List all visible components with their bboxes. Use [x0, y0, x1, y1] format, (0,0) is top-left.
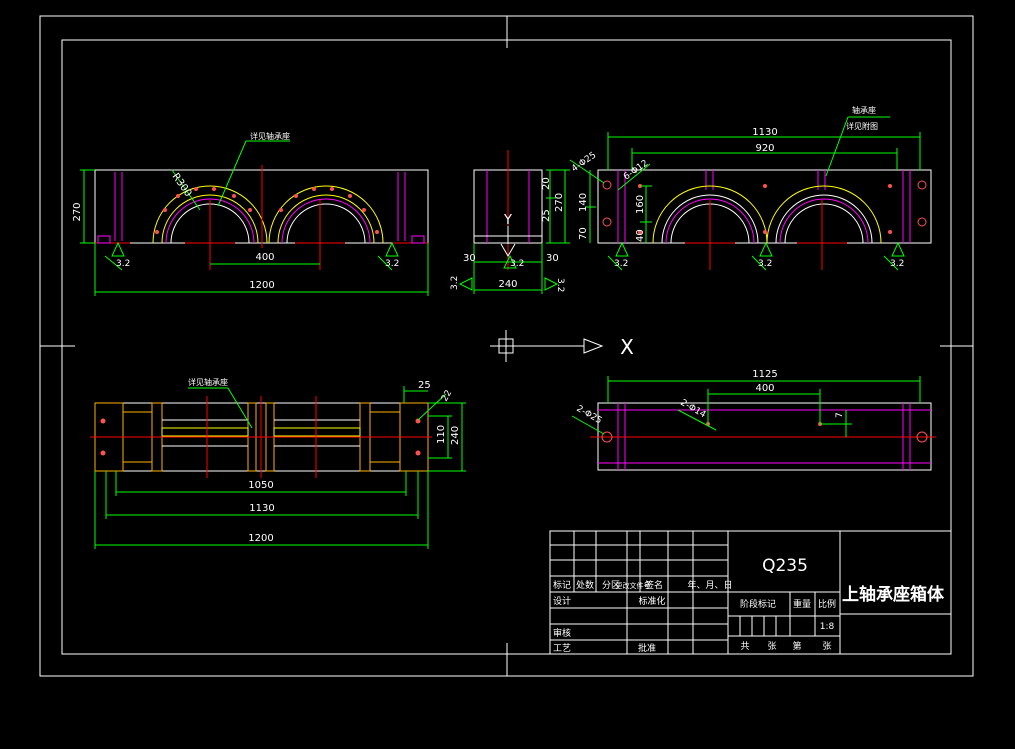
end-dim-240: 240 — [498, 279, 517, 290]
plan-height-240: 240 — [450, 426, 461, 445]
side-roughness-3: 3.2 — [890, 259, 904, 269]
side-top-length-dim: 1130 — [752, 127, 777, 138]
end-dim-right-30: 30 — [546, 253, 559, 264]
tb-design: 设计 — [553, 595, 571, 607]
tb-label-zone: 分区 — [602, 580, 620, 591]
drawing-frames — [39, 15, 974, 677]
front-detail-note: 详见轴承座 — [250, 131, 290, 141]
tb-sheet-no: 第 — [792, 640, 801, 652]
side-vert-dim-160: 160 — [635, 195, 646, 214]
side-view: 1130 920 4-Φ25 6-Φ12 140 160 70 40 轴承座 详… — [569, 105, 932, 271]
tb-sheet-unit-2: 张 — [822, 641, 831, 652]
plan-dim-1130: 1130 — [249, 503, 274, 514]
front-length-dim: 1200 — [249, 280, 274, 291]
end-view: Y 30 240 30 20 25 270 3.2 3.2 3.2 — [450, 150, 570, 294]
plan-slope-dim: 22 — [440, 389, 454, 404]
br-offset-dim: 400 — [755, 383, 774, 394]
tb-label-count: 处数 — [576, 579, 594, 591]
end-dim-270: 270 — [554, 193, 565, 212]
tb-label-change-doc: 更改文件号 — [616, 581, 651, 590]
br-length-dim: 1125 — [752, 369, 777, 380]
end-dim-20: 20 — [541, 177, 552, 190]
tb-sheet-unit-1: 张 — [767, 641, 776, 652]
end-dim-left-30: 30 — [463, 253, 476, 264]
front-roughness-2: 3.2 — [385, 259, 399, 269]
side-vert-dim-70: 70 — [578, 227, 589, 240]
side-hole-a-note: 4-Φ25 — [570, 150, 598, 174]
material-label: Q235 — [762, 556, 808, 576]
end-roughness-mid: 3.2 — [510, 259, 524, 269]
tb-label-date: 年、月、日 — [687, 579, 732, 591]
tb-stage-mark: 阶段标记 — [740, 598, 776, 610]
front-height-dim: 270 — [72, 202, 83, 221]
br-hole-b-note: 2-Φ14 — [679, 398, 708, 421]
side-vert-dim-40: 40 — [635, 229, 646, 242]
tb-approve: 批准 — [638, 642, 656, 654]
end-dim-25: 25 — [541, 209, 552, 222]
side-roughness-1: 3.2 — [614, 259, 628, 269]
side-detail-note-2: 详见附图 — [846, 121, 878, 131]
plan-dim-1200: 1200 — [248, 533, 273, 544]
tb-scale-value: 1:8 — [820, 622, 835, 632]
tb-label-mark: 标记 — [553, 579, 571, 591]
front-center-spacing-dim: 400 — [255, 252, 274, 263]
bottom-right-view: 1125 400 2-Φ25 2-Φ14 7 — [571, 369, 936, 471]
plan-view: 1050 1130 1200 25 22 110 240 详见轴承座 — [90, 377, 466, 549]
tb-process: 工艺 — [553, 643, 571, 654]
br-hole-a-note: 2-Φ25 — [575, 404, 604, 426]
front-roughness-1: 3.2 — [116, 259, 130, 269]
tb-sheet-total: 共 — [740, 641, 749, 652]
x-axis-glyph — [490, 330, 604, 362]
drawing-title: 上轴承座箱体 — [842, 584, 945, 605]
plan-detail-note: 详见轴承座 — [188, 377, 228, 387]
title-block: Q235 上轴承座箱体 标记 处数 分区 更改文件号 签名 年、月、日 设计 标… — [549, 530, 952, 655]
y-axis-label: Y — [503, 213, 512, 228]
front-radius-dim: R300 — [170, 171, 194, 199]
tb-weight: 重量 — [793, 598, 811, 610]
side-roughness-2: 3.2 — [758, 259, 772, 269]
side-inner-length-dim: 920 — [755, 143, 774, 154]
tb-standardize: 标准化 — [638, 595, 665, 607]
y-axis-glyph — [500, 226, 516, 257]
side-detail-note-1: 轴承座 — [852, 105, 876, 115]
plan-dim-1050: 1050 — [248, 480, 273, 491]
x-axis-label: X — [620, 335, 634, 359]
end-roughness-left: 3.2 — [450, 276, 460, 290]
tb-scale-label: 比例 — [818, 598, 836, 610]
plan-height-110: 110 — [436, 425, 447, 444]
plan-top-dim: 25 — [418, 380, 431, 391]
br-small-dim: 7 — [835, 412, 845, 418]
tb-label-sign: 签名 — [645, 579, 663, 591]
front-view: 270 400 1200 R300 详见轴承座 3.2 3.2 — [72, 131, 429, 296]
side-vert-dim-140: 140 — [578, 193, 589, 212]
end-roughness-right: 3.2 — [555, 278, 565, 292]
tb-review: 审核 — [553, 627, 571, 639]
